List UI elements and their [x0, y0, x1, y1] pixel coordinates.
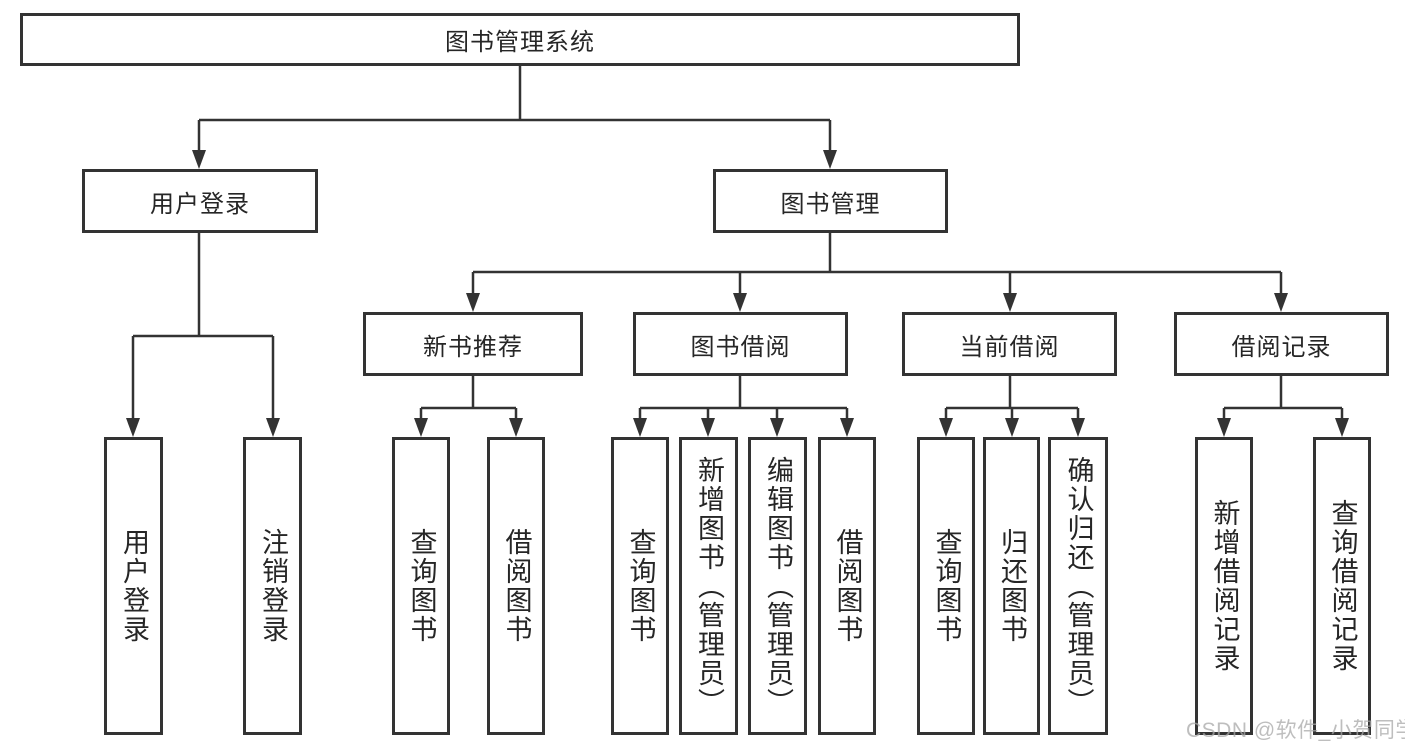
- node-label: 注销登录: [258, 528, 288, 644]
- csdn-watermark: CSDN @软件_小贺同学: [1186, 719, 1405, 742]
- node-label: 新增图书（管理员）: [694, 455, 724, 717]
- node-label: 新增借阅记录: [1209, 499, 1240, 673]
- node-label: 借阅图书: [501, 528, 532, 644]
- node-query-books-current: 查询图书: [917, 437, 975, 735]
- node-query-borrow-record: 查询借阅记录: [1313, 437, 1371, 735]
- node-label: 查询图书: [931, 528, 962, 644]
- node-label: 用户登录: [119, 528, 149, 644]
- node-add-borrow-record: 新增借阅记录: [1195, 437, 1253, 735]
- node-return-books: 归还图书: [983, 437, 1040, 735]
- node-label: 新书推荐: [423, 333, 523, 361]
- node-current-borrowing: 当前借阅: [902, 312, 1117, 376]
- node-label: 当前借阅: [959, 333, 1060, 361]
- node-label: 编辑图书（管理员）: [763, 455, 793, 717]
- node-book-management: 图书管理: [713, 169, 948, 233]
- node-borrow-books-recommend: 借阅图书: [487, 437, 545, 735]
- node-label: 查询图书: [406, 528, 437, 644]
- node-add-books-admin: 新增图书（管理员）: [679, 437, 738, 735]
- node-query-books-borrowing: 查询图书: [611, 437, 669, 735]
- node-label: 图书管理系统: [445, 29, 595, 56]
- node-query-books-recommend: 查询图书: [392, 437, 450, 735]
- node-logout-leaf: 注销登录: [243, 437, 302, 735]
- node-confirm-return-admin: 确认归还（管理员）: [1048, 437, 1108, 735]
- node-borrowing-records: 借阅记录: [1174, 312, 1389, 376]
- node-user-login: 用户登录: [82, 169, 318, 233]
- node-label: 确认归还（管理员）: [1063, 455, 1094, 717]
- node-label: 图书管理: [780, 190, 881, 218]
- node-user-login-leaf: 用户登录: [104, 437, 163, 735]
- node-label: 用户登录: [150, 190, 250, 218]
- node-label: 图书借阅: [690, 333, 791, 361]
- node-label: 借阅记录: [1231, 333, 1332, 361]
- arrowheads: [126, 150, 1349, 437]
- node-borrow-books-borrowing: 借阅图书: [818, 437, 876, 735]
- node-new-book-recommend: 新书推荐: [363, 312, 583, 376]
- node-label: 归还图书: [997, 528, 1027, 644]
- node-label: 查询图书: [625, 528, 656, 644]
- node-edit-books-admin: 编辑图书（管理员）: [748, 437, 807, 735]
- node-label: 查询借阅记录: [1327, 499, 1358, 673]
- node-library-management-system: 图书管理系统: [20, 13, 1020, 66]
- node-book-borrowing: 图书借阅: [633, 312, 848, 376]
- node-label: 借阅图书: [832, 528, 863, 644]
